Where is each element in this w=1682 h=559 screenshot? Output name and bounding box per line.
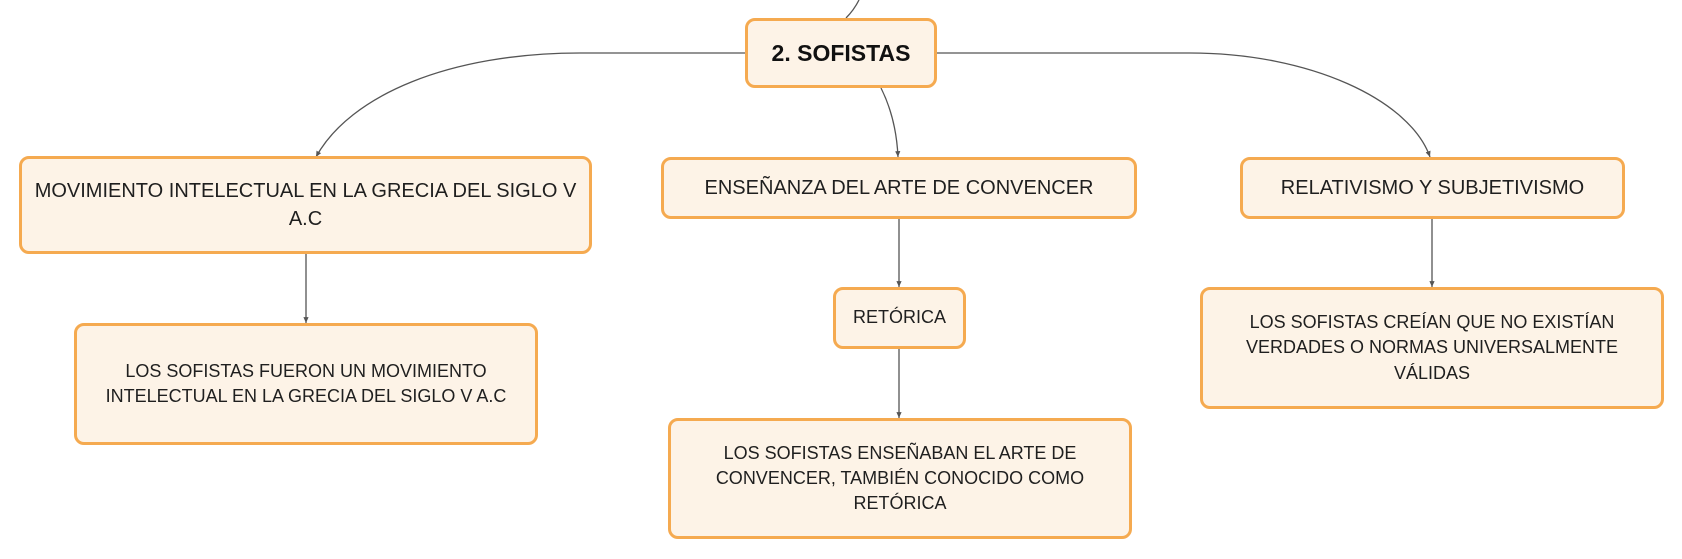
connector-root-to-movimiento [315,52,745,158]
connector-from-parent [845,0,860,19]
node-retorica-detail[interactable]: LOS SOFISTAS ENSEÑABAN EL ARTE DE CONVEN… [668,418,1132,539]
node-label: LOS SOFISTAS CREÍAN QUE NO EXISTÍAN VERD… [1245,312,1619,383]
node-relativismo-detail[interactable]: LOS SOFISTAS CREÍAN QUE NO EXISTÍAN VERD… [1200,287,1664,409]
node-label: ENSEÑANZA DEL ARTE DE CONVENCER [704,177,1094,199]
node-label: LOS SOFISTAS FUERON UN MOVIMIENTO INTELE… [105,360,507,406]
node-label: LOS SOFISTAS ENSEÑABAN EL ARTE DE CONVEN… [715,442,1085,514]
node-label: RETÓRICA [852,307,946,328]
node-movimiento-intelectual[interactable]: MOVIMIENTO INTELECTUAL EN LA GRECIA DEL … [19,156,592,254]
node-ensenanza-arte-convencer[interactable]: ENSEÑANZA DEL ARTE DE CONVENCER [661,157,1137,219]
node-movimiento-detail[interactable]: LOS SOFISTAS FUERON UN MOVIMIENTO INTELE… [74,323,538,445]
connector-root-to-ensenanza [880,87,901,158]
node-retorica[interactable]: RETÓRICA [833,287,966,349]
root-node-sofistas[interactable]: 2. SOFISTAS [745,18,937,88]
connector-root-to-relativismo [937,52,1431,158]
node-label: RELATIVISMO Y SUBJETIVISMO [1280,177,1585,199]
node-relativismo-subjetivismo[interactable]: RELATIVISMO Y SUBJETIVISMO [1240,157,1625,219]
root-node-label: 2. SOFISTAS [771,39,911,66]
node-label: MOVIMIENTO INTELECTUAL EN LA GRECIA DEL … [34,180,577,230]
